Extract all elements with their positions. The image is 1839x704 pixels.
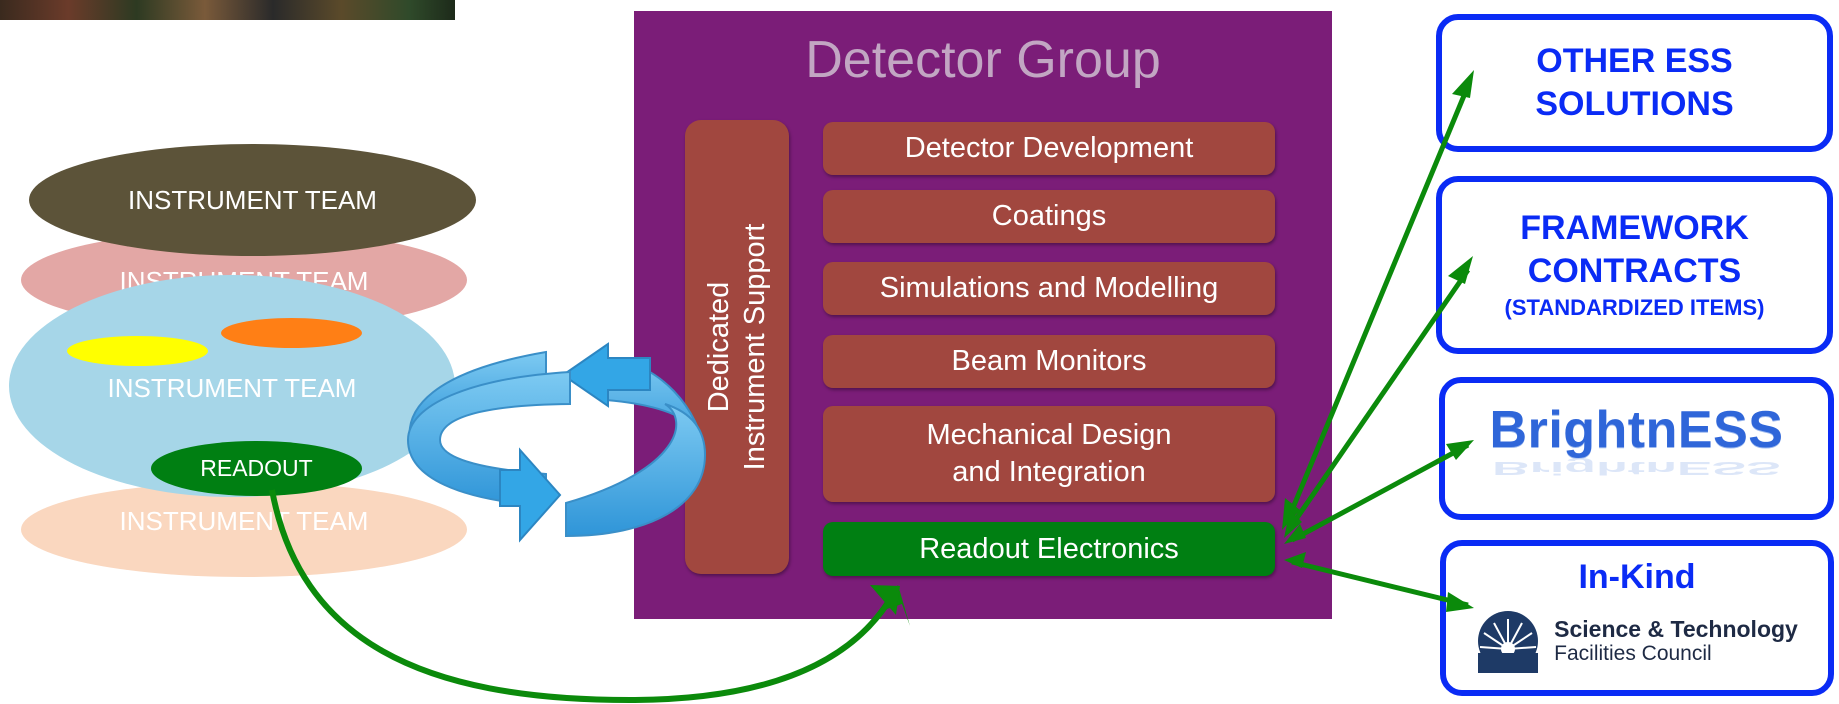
instrument-team-label-peach: INSTRUMENT TEAM: [119, 506, 369, 536]
box-beam-monitors: Beam Monitors: [823, 335, 1275, 388]
yellow-component-ellipse: [67, 336, 208, 366]
box-simulations: Simulations and Modelling: [823, 262, 1275, 315]
box-mechanical-design-label: Mechanical Design and Integration: [926, 419, 1172, 488]
brightness-logo: BrightnESS: [1489, 400, 1784, 459]
box-readout-electronics-label: Readout Electronics: [919, 532, 1179, 565]
other-ess-solutions-box: OTHER ESS SOLUTIONS: [1436, 14, 1833, 152]
box-coatings-label: Coatings: [991, 200, 1107, 232]
box-readout-electronics: Readout Electronics: [823, 522, 1275, 576]
box-beam-monitors-label: Beam Monitors: [951, 345, 1147, 377]
framework-contracts-sublabel: (STANDARDIZED ITEMS): [1504, 295, 1765, 320]
instrument-team-ellipse-top: INSTRUMENT TEAM: [29, 144, 476, 256]
stfc-name-line2: Facilities Council: [1554, 642, 1712, 665]
in-kind-label: In-Kind: [1578, 558, 1696, 596]
readout-ellipse: READOUT: [151, 441, 362, 496]
detector-group-title: Detector Group: [805, 31, 1161, 89]
orange-component-ellipse: [221, 318, 362, 348]
readout-label: READOUT: [200, 455, 313, 481]
box-simulations-label: Simulations and Modelling: [879, 272, 1219, 304]
brightness-logo-reflection: BrightnESS: [1492, 457, 1781, 478]
instrument-team-label-top: INSTRUMENT TEAM: [128, 184, 377, 215]
stfc-logo: Science & Technology Facilities Council: [1476, 609, 1798, 673]
box-coatings: Coatings: [823, 190, 1275, 243]
box-mechanical-design: Mechanical Design and Integration: [823, 406, 1275, 502]
instrument-team-label-main: INSTRUMENT TEAM: [107, 372, 357, 403]
box-detector-development: Detector Development: [823, 122, 1275, 175]
brightness-box: BrightnESS BrightnESS: [1439, 377, 1834, 520]
stfc-emblem-icon: [1478, 611, 1539, 673]
dedicated-instrument-support-bar: Dedicated Instrument Support: [685, 120, 789, 574]
stfc-name-line1: Science & Technology: [1554, 616, 1798, 642]
other-ess-solutions-label: OTHER ESS SOLUTIONS: [1535, 42, 1734, 123]
header-photo: [0, 0, 455, 20]
framework-contracts-box: FRAMEWORK CONTRACTS (STANDARDIZED ITEMS): [1436, 176, 1833, 354]
dedicated-instrument-support-label: Dedicated Instrument Support: [703, 223, 771, 471]
box-detector-development-label: Detector Development: [904, 132, 1194, 164]
framework-contracts-label: FRAMEWORK CONTRACTS: [1520, 209, 1749, 290]
in-kind-box: In-Kind Science & Technology Facilities …: [1440, 540, 1834, 696]
